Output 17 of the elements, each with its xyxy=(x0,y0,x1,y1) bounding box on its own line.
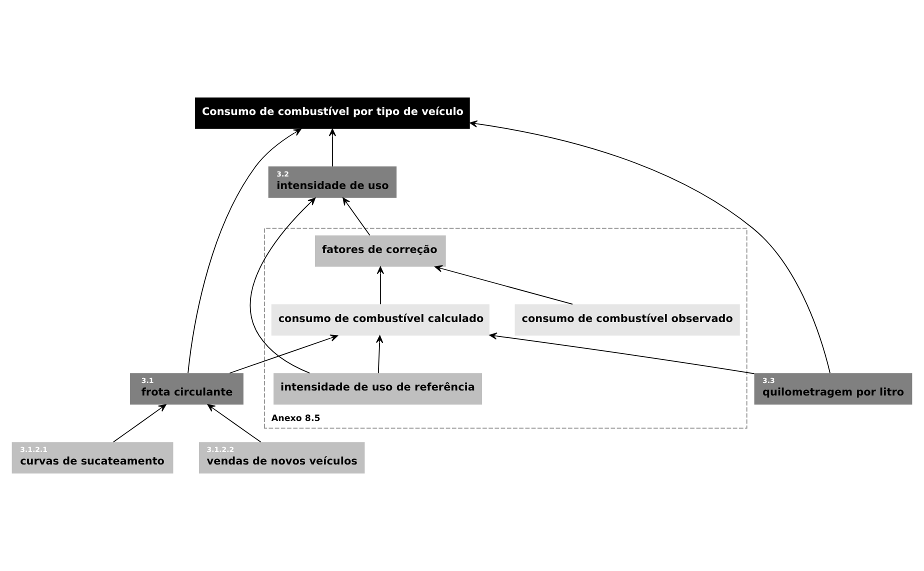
arrow xyxy=(489,332,755,374)
arrow xyxy=(376,266,384,305)
arrow xyxy=(376,335,384,374)
node-box: consumo de combustível calculado xyxy=(271,304,490,336)
node-box: intensidade de uso de referência xyxy=(274,373,482,405)
arrow xyxy=(188,128,302,374)
arrow xyxy=(342,197,370,236)
node-box: fatores de correção xyxy=(315,235,446,267)
arrow xyxy=(207,404,262,442)
node-box: consumo de combustível observado xyxy=(514,304,740,336)
arrow xyxy=(250,198,316,374)
node-box: Consumo de combustível por tipo de veículo xyxy=(195,98,470,129)
arrow xyxy=(434,265,573,305)
arrow xyxy=(328,128,336,167)
arrow xyxy=(229,334,338,374)
arrow xyxy=(470,120,830,374)
arrow xyxy=(113,404,166,442)
